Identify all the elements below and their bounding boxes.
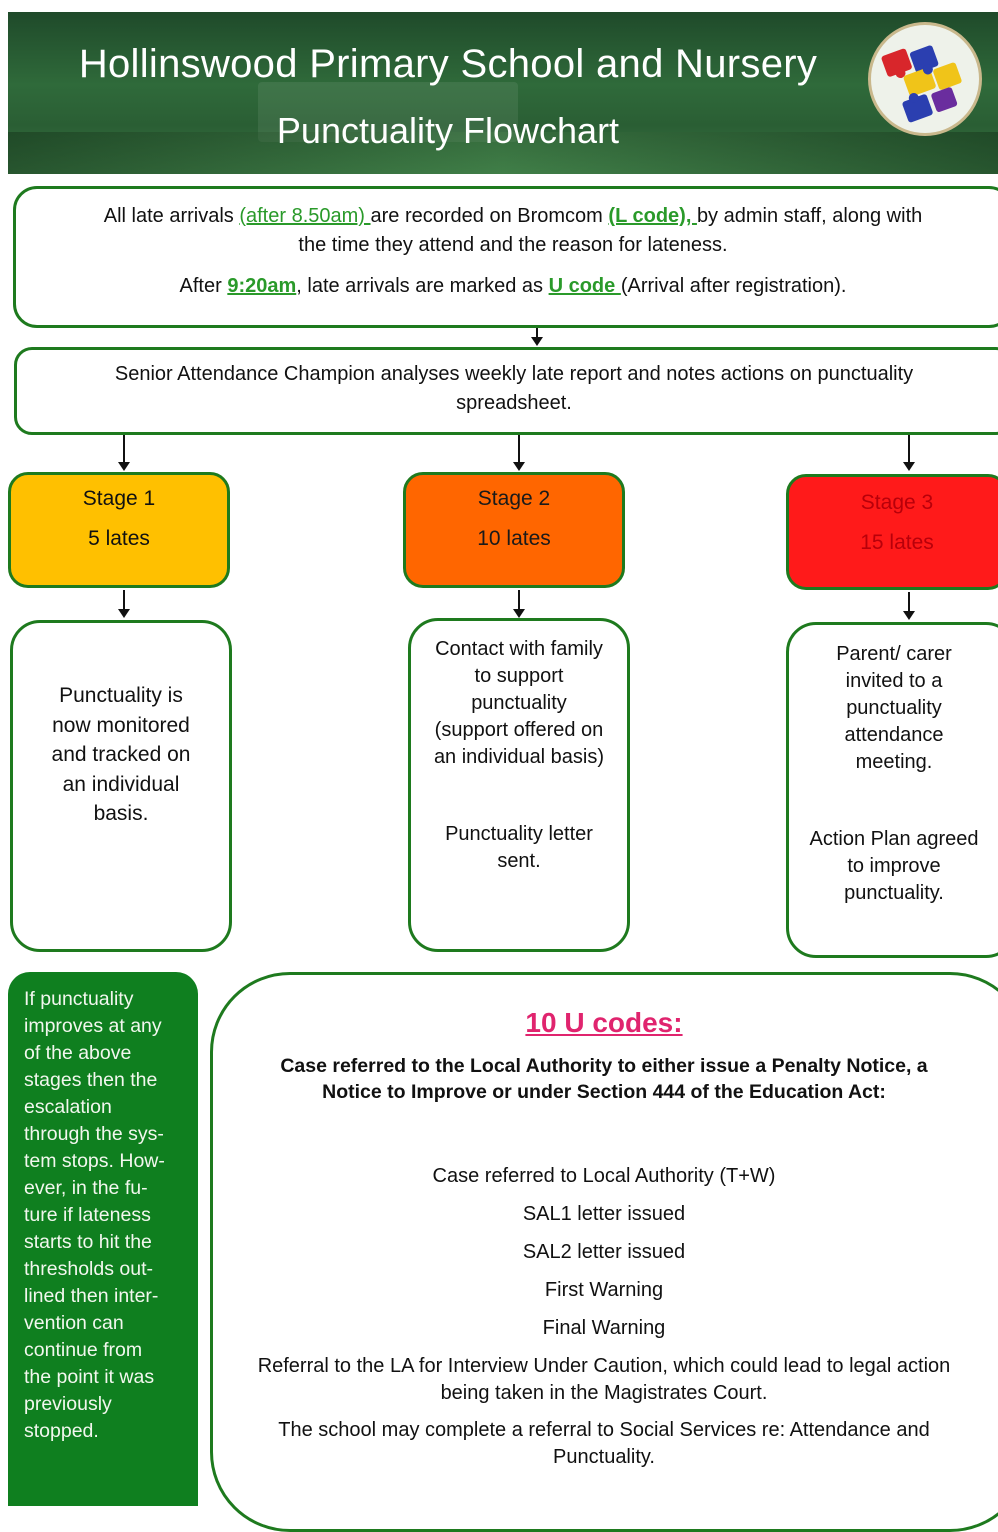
stage-1-action-box: Punctuality is now monitored and tracked…	[10, 620, 232, 952]
analysis-line-2: spreadsheet.	[456, 392, 572, 414]
escalation-note: If punctuality improves at any of the ab…	[8, 972, 198, 1506]
action-line: meeting.	[855, 751, 933, 773]
action-line: and tracked on	[51, 743, 191, 766]
text-segment: After	[179, 275, 228, 297]
text-segment: , late arrivals are marked as	[296, 275, 549, 297]
action-line: Action Plan agreed	[809, 828, 979, 850]
note-line: starts to hit the	[24, 1231, 152, 1253]
interview-caution-line-1: Referral to the LA for Interview Under C…	[257, 1355, 951, 1377]
action-line: punctuality.	[844, 882, 944, 904]
stage-label: Stage 2	[477, 487, 551, 510]
stage-2-box: Stage 2 10 lates	[403, 472, 625, 588]
stage-3-action-box: Parent/ carer invited to a punctuality a…	[786, 622, 998, 958]
action-line: an individual	[62, 772, 180, 796]
stage-1-box: Stage 1 5 lates	[8, 472, 230, 588]
note-line: the point it was	[24, 1366, 155, 1388]
note-line: escalation	[24, 1096, 112, 1118]
social-services-line-1: The school may complete a referral to So…	[278, 1419, 930, 1441]
note-line: ture if lateness	[24, 1204, 151, 1226]
u-codes-step: SAL1 letter issued	[522, 1203, 686, 1225]
note-line: improves at any	[24, 1015, 162, 1037]
analysis-line-1: Senior Attendance Champion analyses week…	[114, 363, 914, 385]
stage-count: 10 lates	[477, 527, 551, 550]
page-title: Hollinswood Primary School and Nursery	[78, 42, 818, 86]
text-segment: are recorded on Bromcom	[370, 205, 609, 227]
late-arrivals-box: All late arrivals (after 8.50am) are rec…	[13, 186, 998, 328]
text-segment: by admin staff, along with	[696, 205, 923, 227]
arrow-down-icon	[513, 590, 525, 618]
arrow-down-icon	[903, 435, 915, 471]
note-line: If punctuality	[24, 988, 134, 1010]
page-subtitle: Punctuality Flowchart	[276, 110, 620, 151]
action-line: Punctuality is	[59, 684, 183, 707]
note-line: previously	[24, 1393, 112, 1415]
stage-label: Stage 3	[860, 491, 934, 514]
action-line: sent.	[497, 850, 541, 872]
text-segment: (Arrival after registration).	[620, 275, 847, 297]
action-line: (support offered on	[434, 719, 604, 741]
note-line: of the above	[24, 1042, 132, 1064]
arrow-down-icon	[903, 592, 915, 620]
u-codes-title: 10 U codes:	[525, 1007, 683, 1038]
action-line: punctuality	[471, 692, 567, 714]
stage-count: 5 lates	[88, 527, 150, 550]
header-banner: Hollinswood Primary School and Nursery P…	[8, 12, 998, 174]
background-hedge	[8, 132, 998, 174]
u-codes-box: 10 U codes: Case referred to the Local A…	[210, 972, 998, 1532]
u-codes-step: Final Warning	[542, 1317, 666, 1339]
analysis-box: Senior Attendance Champion analyses week…	[14, 347, 998, 435]
u-codes-step: Case referred to Local Authority (T+W)	[432, 1165, 776, 1187]
action-line: Parent/ carer	[836, 643, 952, 665]
action-line: Punctuality letter	[445, 823, 593, 845]
note-line: through the sys-	[24, 1123, 164, 1145]
stage-label: Stage 1	[82, 487, 156, 510]
stage-count: 15 lates	[860, 531, 934, 554]
arrow-down-icon	[513, 435, 525, 471]
puzzle-pieces-icon	[868, 22, 982, 136]
note-line: thresholds out-	[24, 1258, 153, 1280]
u-codes-referral-line-1: Case referred to the Local Authority to …	[280, 1055, 928, 1077]
action-line: punctuality	[846, 697, 942, 719]
note-line: stopped.	[24, 1420, 99, 1442]
action-line: an individual basis)	[433, 746, 605, 768]
action-line: invited to a	[845, 670, 943, 692]
arrow-down-icon	[118, 590, 130, 618]
text-segment: All late arrivals	[103, 205, 240, 227]
action-line: now monitored	[52, 713, 190, 737]
action-line: to support	[474, 665, 564, 687]
interview-caution-line-2: being taken in the Magistrates Court.	[440, 1382, 768, 1404]
action-line: attendance	[844, 724, 944, 746]
late-arrivals-line-1: All late arrivals (after 8.50am) are rec…	[16, 202, 998, 231]
stage-3-box: Stage 3 15 lates	[786, 474, 998, 590]
note-line: lined then inter-	[24, 1285, 159, 1307]
u-codes-step: First Warning	[544, 1279, 664, 1301]
note-line: vention can	[24, 1312, 124, 1334]
note-line: continue from	[24, 1339, 143, 1361]
l-code-link: (L code),	[608, 205, 697, 227]
u-code-link: U code	[548, 275, 621, 297]
u-code-line: After 9:20am, late arrivals are marked a…	[16, 272, 998, 301]
u-codes-step: SAL2 letter issued	[522, 1241, 686, 1263]
note-line: ever, in the fu-	[24, 1177, 148, 1199]
stage-2-action-box: Contact with family to support punctuali…	[408, 618, 630, 952]
note-line: stages then the	[24, 1069, 158, 1091]
note-line: tem stops. How-	[24, 1150, 165, 1172]
action-line: basis.	[93, 802, 149, 825]
arrow-down-icon	[118, 435, 130, 471]
action-line: Contact with family	[435, 638, 603, 660]
social-services-line-2: Punctuality.	[553, 1446, 655, 1468]
late-arrivals-line-2: the time they attend and the reason for …	[298, 234, 728, 256]
action-line: to improve	[847, 855, 941, 877]
u-code-time: 9:20am	[227, 275, 297, 297]
arrow-down-icon	[531, 328, 543, 346]
u-codes-referral-line-2: Notice to Improve or under Section 444 o…	[322, 1081, 886, 1103]
late-time-link: (after 8.50am)	[239, 205, 371, 227]
